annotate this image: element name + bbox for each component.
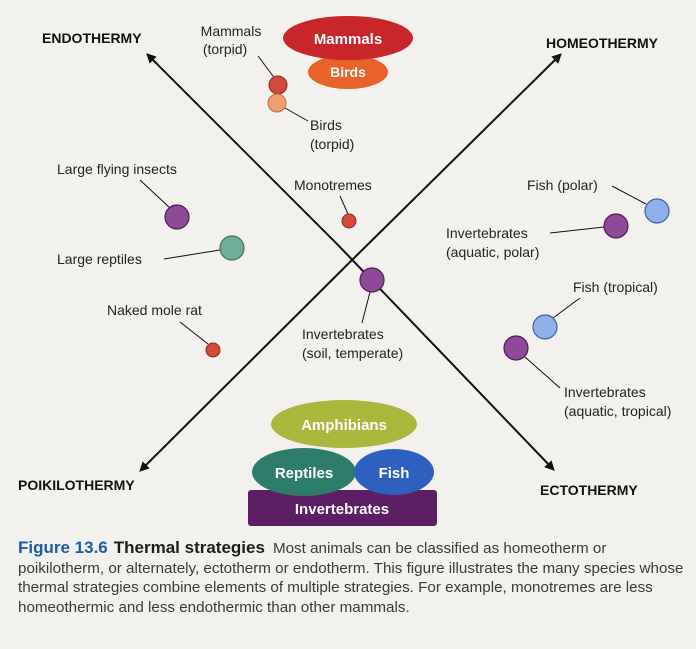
monotremes-leader	[339, 195, 349, 215]
invertebrates-group	[248, 490, 437, 526]
invertebrates-soil-label-line2: (soil, temperate)	[302, 345, 403, 361]
invertebrates-polar-leader	[549, 226, 605, 234]
invertebrates-soil-label-line1: Invertebrates	[302, 326, 384, 342]
invertebrates-tropical-label-line2: (aquatic, tropical)	[564, 403, 671, 419]
birds-torpid-dot	[267, 93, 287, 113]
mammals-torpid-label-line1: Mammals	[201, 23, 262, 39]
invertebrates-soil-leader	[361, 291, 371, 324]
mammals-torpid-dot	[268, 75, 288, 95]
fish-tropical-leader	[552, 297, 581, 319]
amphibians-group-label: Amphibians	[301, 417, 387, 434]
fish-group-label: Fish	[379, 465, 410, 482]
large-flying-insects-label: Large flying insects	[57, 161, 177, 177]
invertebrates-tropical-label-line1: Invertebrates	[564, 384, 646, 400]
invertebrates-tropical-leader	[524, 356, 561, 389]
fish-polar-label: Fish (polar)	[527, 177, 598, 193]
birds-group	[308, 55, 388, 89]
figure-number: Figure 13.6	[18, 538, 108, 557]
large-flying-insects-dot	[164, 204, 190, 230]
fish-polar-leader	[611, 185, 647, 205]
figure-title: Thermal strategies	[113, 538, 265, 557]
poikilothermy-homeothermy-axis-lower	[139, 261, 351, 472]
invertebrates-group-label: Invertebrates	[295, 501, 389, 518]
reptiles-group	[252, 448, 356, 496]
naked-mole-rat-leader	[179, 321, 209, 345]
reptiles-group-label: Reptiles	[275, 465, 333, 482]
fish-group	[354, 449, 434, 495]
mammals-torpid-label-line2: (torpid)	[203, 41, 247, 57]
monotremes-label: Monotremes	[294, 177, 372, 193]
fish-tropical-dot	[532, 314, 558, 340]
large-reptiles-dot	[219, 235, 245, 261]
naked-mole-rat-dot	[205, 342, 221, 358]
mammals-group	[283, 16, 413, 60]
mammals-group-label: Mammals	[314, 31, 382, 48]
birds-group-label: Birds	[330, 64, 366, 80]
naked-mole-rat-label: Naked mole rat	[107, 302, 202, 318]
thermal-strategies-diagram: ENDOTHERMY HOMEOTHERMY POIKILOTHERMY ECT…	[18, 16, 671, 526]
monotremes-dot	[341, 213, 357, 229]
invertebrates-polar-label-line1: Invertebrates	[446, 225, 528, 241]
birds-torpid-label-line1: Birds	[310, 117, 342, 133]
amphibians-group	[271, 400, 417, 448]
axis-label-ectothermy: ECTOTHERMY	[540, 482, 638, 498]
fish-tropical-label: Fish (tropical)	[573, 279, 658, 295]
axis-label-homeothermy: HOMEOTHERMY	[546, 35, 659, 51]
axis-label-endothermy: ENDOTHERMY	[42, 30, 142, 46]
invertebrates-tropical-dot	[503, 335, 529, 361]
invertebrates-polar-label-line2: (aquatic, polar)	[446, 244, 539, 260]
poikilothermy-homeothermy-axis	[349, 53, 562, 263]
fish-polar-dot	[644, 198, 670, 224]
birds-torpid-leader	[284, 107, 309, 122]
invertebrates-soil-dot	[359, 267, 385, 293]
invertebrates-polar-dot	[603, 213, 629, 239]
mammals-torpid-leader	[257, 55, 277, 81]
large-reptiles-leader	[163, 249, 221, 260]
endothermy-ectothermy-axis	[146, 53, 339, 246]
axis-label-poikilothermy: POIKILOTHERMY	[18, 477, 135, 493]
figure-caption-text: Most animals can be classified as homeot…	[18, 540, 684, 616]
birds-torpid-label-line2: (torpid)	[310, 136, 354, 152]
large-flying-insects-leader	[139, 179, 171, 209]
large-reptiles-label: Large reptiles	[57, 251, 142, 267]
